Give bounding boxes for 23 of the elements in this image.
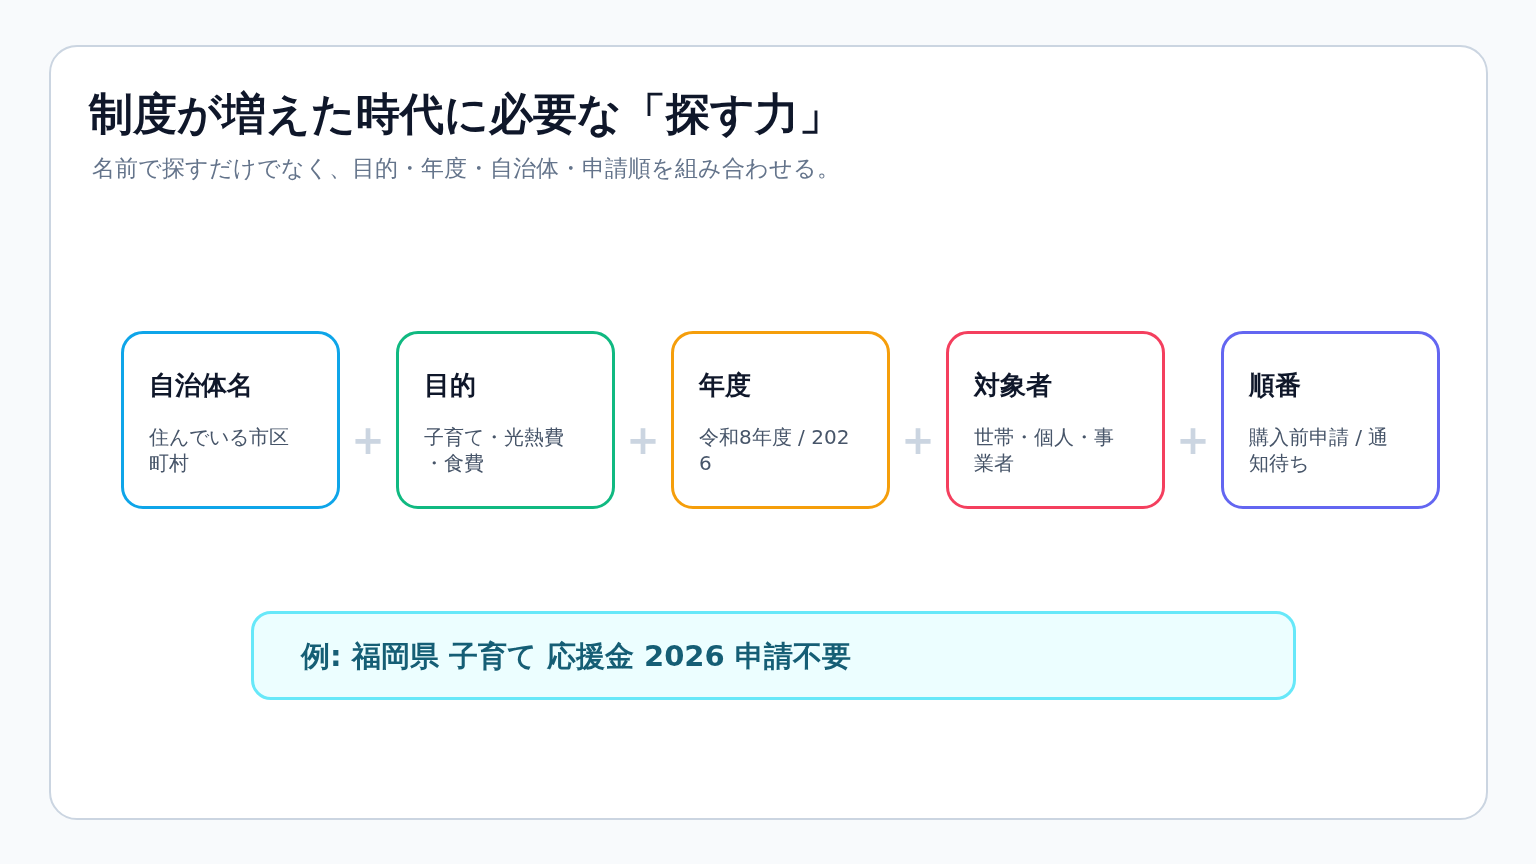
plus-sign: + bbox=[626, 420, 660, 460]
plus-sign: + bbox=[351, 420, 385, 460]
example-query: 例: 福岡県 子育て 応援金 2026 申請不要 bbox=[301, 637, 851, 674]
category-card bbox=[946, 331, 1165, 509]
card-heading: 年度 bbox=[699, 369, 752, 402]
subtitle: 名前で探すだけでなく、目的・年度・自治体・申請順を組み合わせる。 bbox=[92, 154, 840, 183]
plus-sign: + bbox=[1176, 420, 1210, 460]
card-description: 住んでいる市区町村 bbox=[149, 424, 290, 476]
category-card bbox=[121, 331, 340, 509]
card-description: 世帯・個人・事業者 bbox=[974, 424, 1115, 476]
card-description: 令和8年度 / 2026 bbox=[699, 424, 851, 476]
category-card bbox=[1221, 331, 1440, 509]
example-box bbox=[251, 611, 1296, 700]
card-heading: 順番 bbox=[1249, 369, 1302, 402]
plus-sign: + bbox=[901, 420, 935, 460]
title: 制度が増えた時代に必要な「探す力」 bbox=[89, 87, 843, 141]
card-description: 子育て・光熱費・食費 bbox=[424, 424, 565, 476]
card-description: 購入前申請 / 通知待ち bbox=[1249, 424, 1390, 476]
category-card bbox=[396, 331, 615, 509]
card-heading: 対象者 bbox=[974, 369, 1053, 402]
card-heading: 自治体名 bbox=[149, 369, 254, 402]
category-card bbox=[671, 331, 890, 509]
card-heading: 目的 bbox=[424, 369, 477, 402]
